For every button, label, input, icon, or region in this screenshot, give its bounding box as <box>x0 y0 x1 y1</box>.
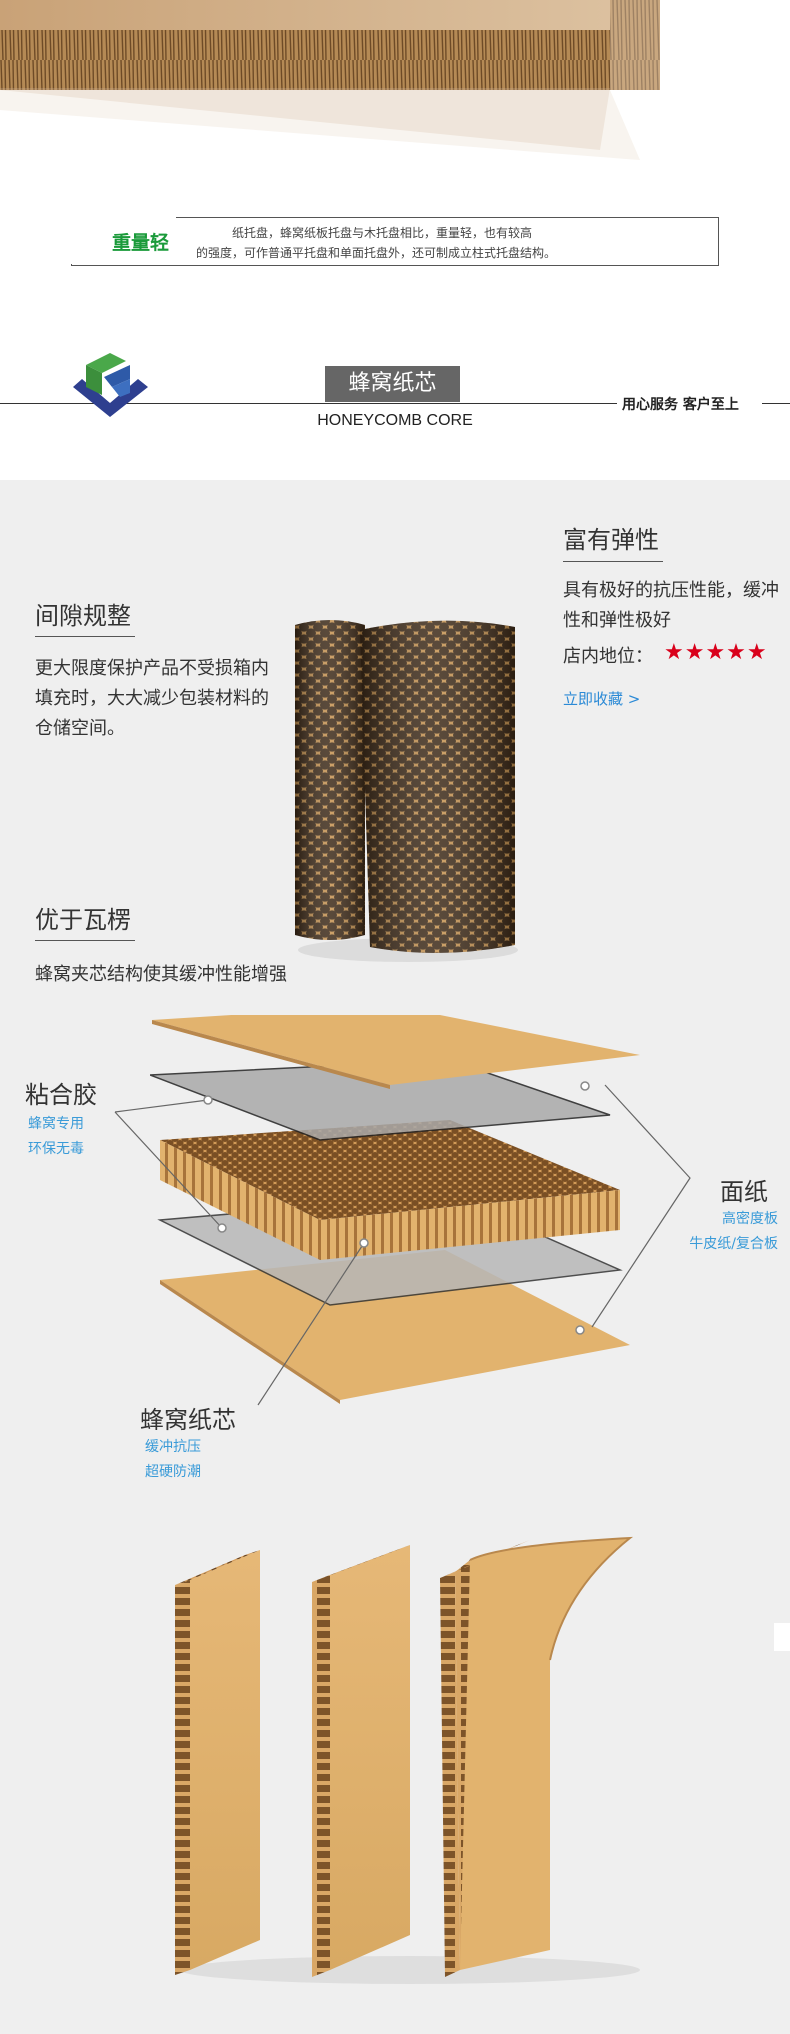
feature-label-mask <box>71 217 176 264</box>
top-product-photo <box>0 0 790 200</box>
section-title-background <box>325 366 460 402</box>
honeycomb-panels-image <box>170 1530 650 1990</box>
heading-underline <box>35 940 135 941</box>
feature-heading-elastic: 富有弹性 <box>563 526 659 554</box>
feature-text-line-2: 的强度，可作普通平托盘和单面托盘外，还可制成立柱式托盘结构。 <box>196 246 557 260</box>
section-subtitle: HONEYCOMB CORE <box>317 412 473 429</box>
callout-sub-face: 高密度板 牛皮纸/复合板 <box>678 1207 778 1257</box>
honeycomb-roll-image <box>290 615 525 965</box>
heading-underline <box>35 636 135 637</box>
callout-leader-lines <box>0 1000 790 1450</box>
heading-underline <box>563 561 663 562</box>
callout-heading-core: 蜂窝纸芯 <box>140 1406 236 1434</box>
feature-text-line-1: 纸托盘，蜂窝纸板托盘与木托盘相比，重量轻，也有较高 <box>232 226 533 240</box>
slogan-mask <box>617 392 762 414</box>
store-rank-label: 店内地位： <box>563 646 653 667</box>
side-scroll-tab[interactable] <box>774 1623 790 1651</box>
feature-text-better: 蜂窝夹芯结构使其缓冲性能增强 <box>35 964 287 985</box>
feature-text-elastic: 具有极好的抗压性能，缓冲性和弹性极好 <box>563 580 779 631</box>
callout-line: 缓冲抗压 <box>145 1439 201 1455</box>
callout-sub-glue: 蜂窝专用 环保无毒 <box>28 1112 84 1162</box>
section-title: 蜂窝纸芯 <box>348 371 437 396</box>
feature-text-gap: 更大限度保护产品不受损箱内填充时，大大减少包装材料的仓储空间。 <box>35 658 269 739</box>
star-rating: ★★★★★ <box>664 640 768 665</box>
callout-sub-core: 缓冲抗压 超硬防潮 <box>145 1435 201 1485</box>
feature-heading-gap: 间隙规整 <box>35 602 131 630</box>
add-to-favorites-link[interactable]: 立即收藏 > <box>563 690 641 708</box>
callout-line: 蜂窝专用 <box>28 1116 84 1132</box>
callout-line: 环保无毒 <box>28 1141 84 1157</box>
feature-heading-better: 优于瓦楞 <box>35 906 131 934</box>
callout-heading-glue: 粘合胶 <box>25 1081 97 1109</box>
company-logo-icon <box>68 345 153 430</box>
cardboard-stack-illustration <box>0 0 660 160</box>
callout-line: 高密度板 <box>722 1211 778 1227</box>
callout-line: 牛皮纸/复合板 <box>689 1236 778 1252</box>
exploded-layer-diagram <box>149 1005 650 1425</box>
header-rule <box>0 403 790 404</box>
feature-label: 重量轻 <box>112 232 170 254</box>
slogan: 用心服务 客户至上 <box>622 397 739 413</box>
callout-heading-face: 面纸 <box>720 1178 768 1206</box>
callout-line: 超硬防潮 <box>145 1464 201 1480</box>
